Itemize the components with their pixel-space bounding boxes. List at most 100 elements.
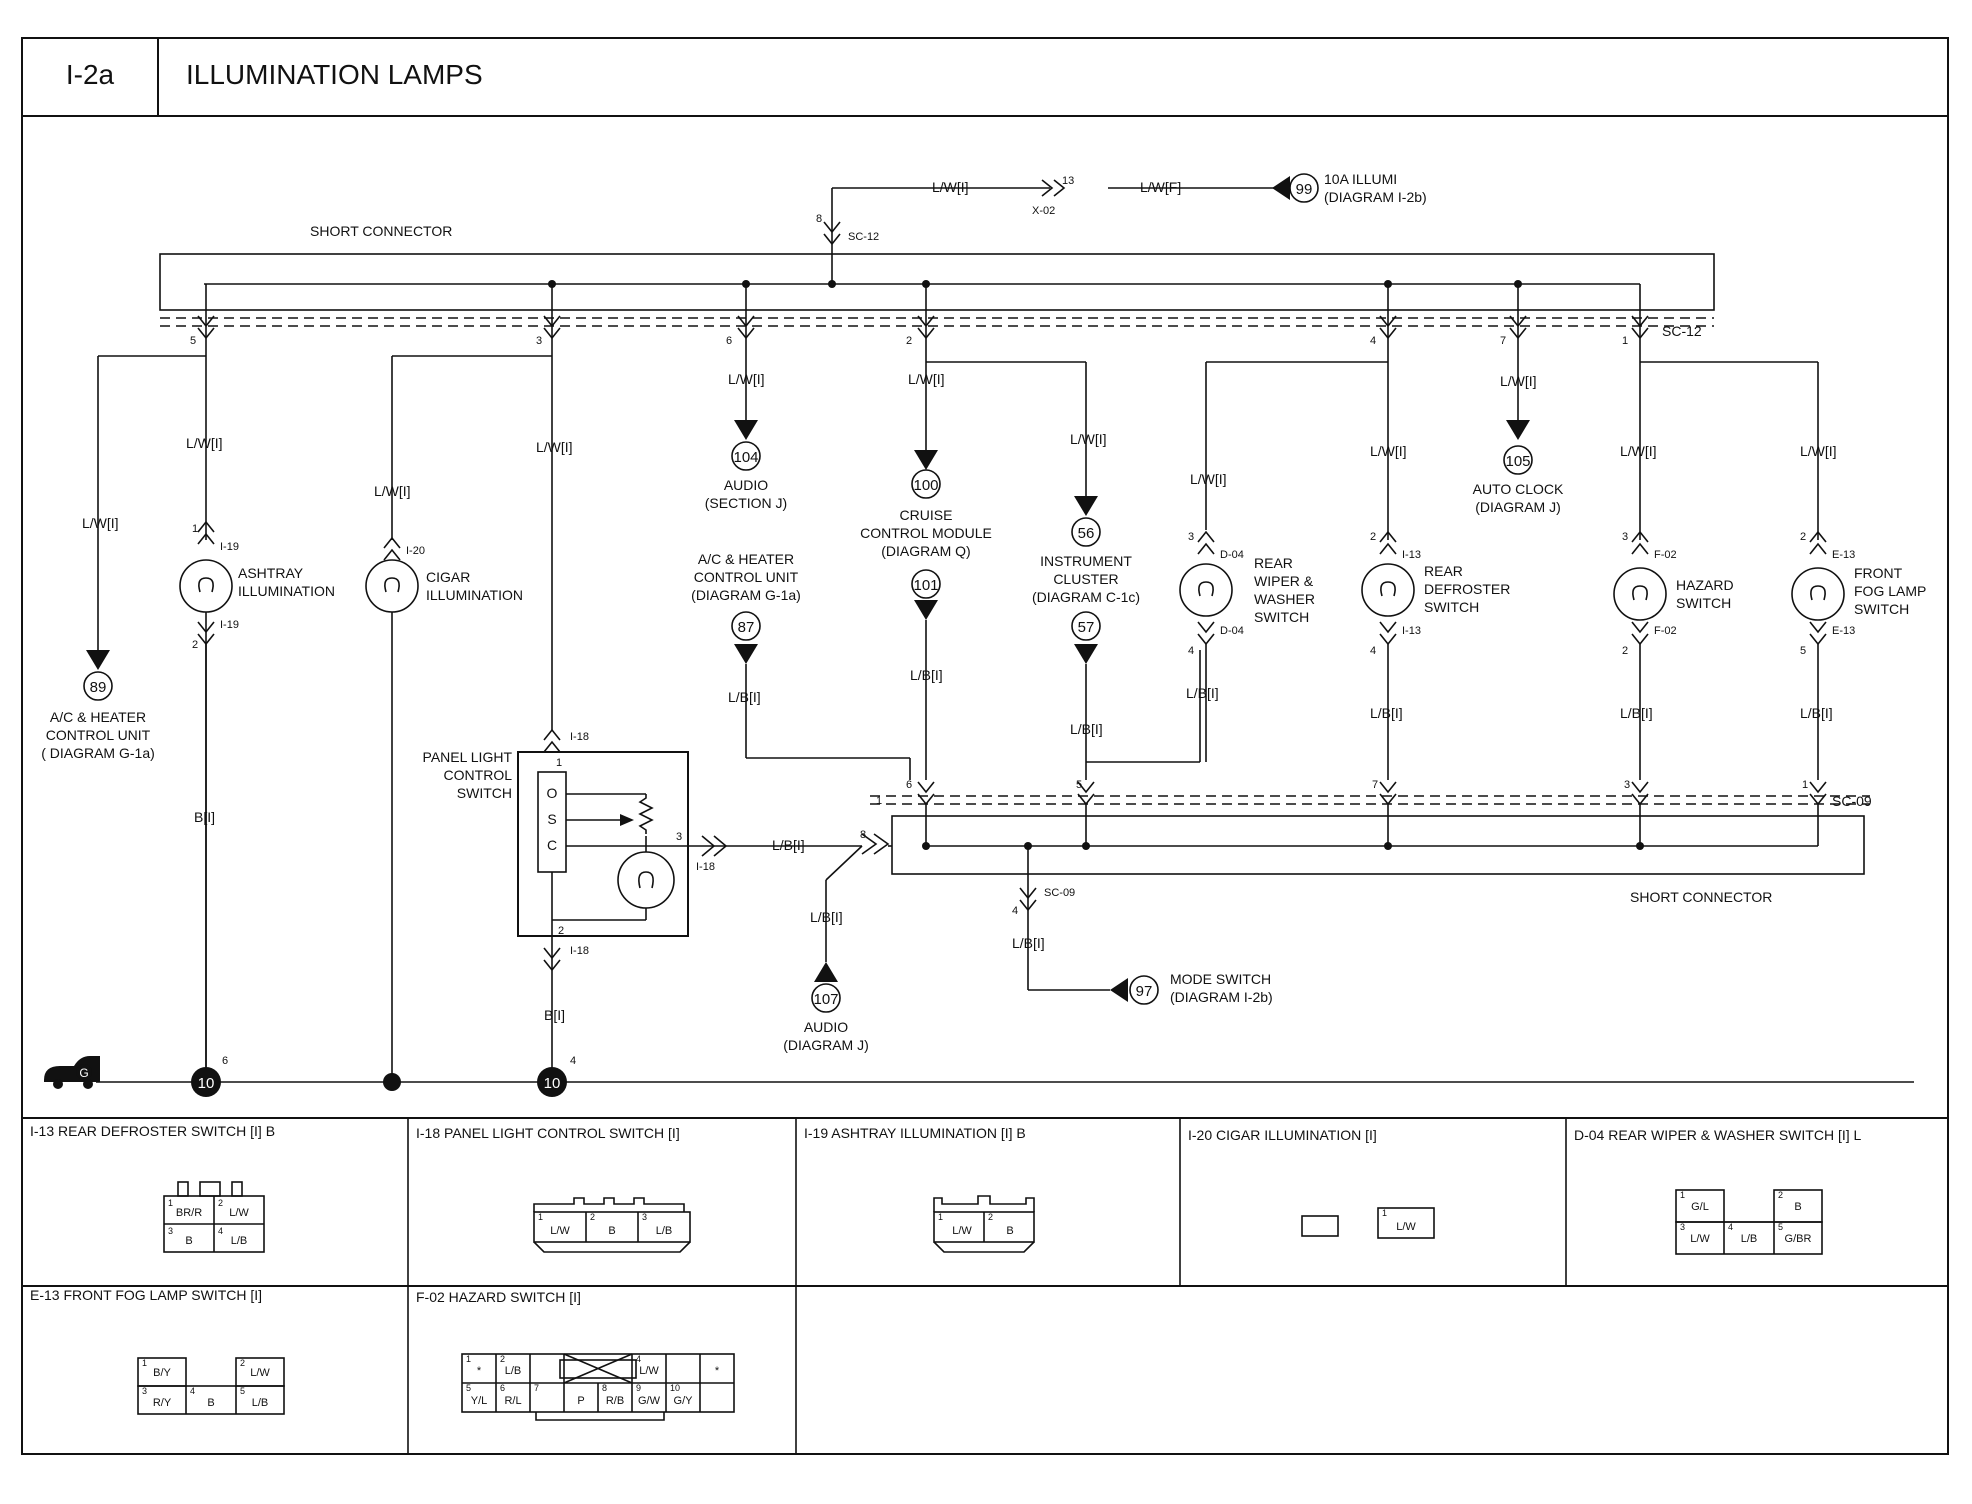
lamp-ashtray: 1 I-19 2 I-19 ASHTRAY ILLUMINATION (179, 520, 335, 651)
svg-text:(DIAGRAM C-1c): (DIAGRAM C-1c) (1032, 589, 1140, 605)
svg-text:4: 4 (636, 1354, 641, 1364)
svg-text:L/B[I]: L/B[I] (728, 689, 761, 705)
svg-text:SC-09: SC-09 (1832, 793, 1872, 809)
svg-text:2: 2 (988, 1212, 993, 1222)
svg-text:L/B[I]: L/B[I] (1186, 685, 1219, 701)
short-connector-top-label: SHORT CONNECTOR (310, 223, 452, 239)
svg-text:E-13 FRONT FOG LAMP SWITCH [I]: E-13 FRONT FOG LAMP SWITCH [I] (30, 1287, 262, 1303)
svg-text:2: 2 (558, 925, 564, 937)
ref-circle-56 (1071, 517, 1101, 547)
svg-text:B: B (207, 1397, 214, 1409)
svg-text:L/B[I]: L/B[I] (1800, 705, 1833, 721)
svg-text:(DIAGRAM G-1a): (DIAGRAM G-1a) (691, 587, 801, 603)
svg-text:*: * (477, 1365, 482, 1377)
svg-text:1: 1 (192, 523, 198, 535)
svg-text:CONTROL UNIT: CONTROL UNIT (46, 727, 151, 743)
svg-text:E-13: E-13 (1832, 625, 1855, 637)
svg-text:6: 6 (906, 779, 912, 791)
svg-text:5: 5 (1076, 779, 1082, 791)
ground-point-10b (537, 1067, 567, 1097)
svg-text:D-04: D-04 (1220, 549, 1244, 561)
diagram-frame (21, 37, 1949, 1455)
svg-text:F-02 HAZARD SWITCH [I]: F-02 HAZARD SWITCH [I] (416, 1289, 581, 1305)
ref-circle-105 (1503, 445, 1533, 475)
x02-connector (1041, 179, 1066, 197)
svg-text:D-04 REAR WIPER & WASHER SWITC: D-04 REAR WIPER & WASHER SWITCH [I] L (1574, 1127, 1862, 1143)
svg-text:CONTROL UNIT: CONTROL UNIT (694, 569, 799, 585)
svg-text:S: S (547, 811, 556, 827)
svg-text:WASHER: WASHER (1254, 591, 1315, 607)
ref-circle-101 (911, 569, 941, 599)
svg-text:AUDIO: AUDIO (804, 1019, 848, 1035)
svg-text:56: 56 (1078, 525, 1095, 542)
connector-d04: D-04 REAR WIPER & WASHER SWITCH [I] L 1 … (1574, 1127, 1862, 1255)
svg-text:L/B: L/B (1741, 1233, 1758, 1245)
svg-text:4: 4 (570, 1055, 576, 1067)
svg-text:2: 2 (1622, 645, 1628, 657)
svg-text:G/W: G/W (638, 1395, 661, 1407)
svg-text:D-04: D-04 (1220, 625, 1244, 637)
svg-text:I-20 CIGAR ILLUMINATION [I]: I-20 CIGAR ILLUMINATION [I] (1188, 1127, 1377, 1143)
svg-text:10: 10 (670, 1383, 680, 1393)
lw-wire-labels: L/W[I] L/W[I] L/W[I] L/W[I] L/W[I] L/W[I… (82, 371, 1837, 531)
svg-text:L/B[I]: L/B[I] (1370, 705, 1403, 721)
svg-text:7: 7 (1372, 779, 1378, 791)
connector-i19: I-19 ASHTRAY ILLUMINATION [I] B 1 2 L/W … (804, 1125, 1035, 1253)
svg-text:SC-12: SC-12 (1662, 323, 1702, 339)
svg-text:L/W[I]: L/W[I] (82, 515, 119, 531)
svg-text:I-20: I-20 (406, 545, 425, 557)
svg-text:I-18 PANEL LIGHT CONTROL SWITC: I-18 PANEL LIGHT CONTROL SWITCH [I] (416, 1125, 680, 1141)
svg-text:10: 10 (544, 1075, 561, 1092)
sc09-pins: 6 5 7 3 1 (906, 779, 1827, 806)
ref-circle-104 (731, 441, 761, 471)
svg-text:ILLUMINATION: ILLUMINATION (238, 583, 335, 599)
svg-text:L/W: L/W (1396, 1221, 1416, 1233)
svg-text:89: 89 (90, 679, 107, 696)
connector-i13: I-13 REAR DEFROSTER SWITCH [I] B 1 2 3 4… (30, 1123, 275, 1253)
svg-text:2: 2 (1778, 1190, 1783, 1200)
ref-circle-97 (1129, 975, 1159, 1005)
ref-circle-89 (83, 671, 113, 701)
svg-text:HAZARD: HAZARD (1676, 577, 1734, 593)
svg-text:P: P (577, 1395, 584, 1407)
svg-text:6: 6 (222, 1055, 228, 1067)
svg-text:I-18: I-18 (570, 945, 589, 957)
svg-text:7: 7 (1500, 335, 1506, 347)
svg-text:B[I]: B[I] (194, 809, 215, 825)
svg-text:SWITCH: SWITCH (1676, 595, 1731, 611)
svg-text:B: B (185, 1235, 192, 1247)
svg-text:L/W[I]: L/W[I] (374, 483, 411, 499)
svg-text:3: 3 (1622, 531, 1628, 543)
svg-text:6: 6 (726, 335, 732, 347)
svg-text:(DIAGRAM J): (DIAGRAM J) (1475, 499, 1561, 515)
svg-text:9: 9 (636, 1383, 641, 1393)
svg-text:R/Y: R/Y (153, 1397, 172, 1409)
svg-text:I-13: I-13 (1402, 625, 1421, 637)
svg-text:C: C (547, 837, 557, 853)
svg-text:ILLUMINATION: ILLUMINATION (426, 587, 523, 603)
svg-text:L/B[I]: L/B[I] (772, 837, 805, 853)
short-connector-bottom (891, 815, 1865, 875)
svg-text:L/B[I]: L/B[I] (1070, 721, 1103, 737)
svg-text:G/BR: G/BR (1785, 1233, 1812, 1245)
svg-text:G/L: G/L (1691, 1201, 1709, 1213)
svg-text:3: 3 (168, 1226, 173, 1236)
svg-text:SC-12: SC-12 (848, 231, 879, 243)
svg-text:L/W[F]: L/W[F] (1140, 179, 1181, 195)
svg-text:REAR: REAR (1424, 563, 1463, 579)
svg-text:I-19: I-19 (220, 541, 239, 553)
connector-f02: F-02 HAZARD SWITCH [I] 1 2 4 5 6 7 8 9 1… (416, 1289, 735, 1421)
svg-text:(DIAGRAM J): (DIAGRAM J) (783, 1037, 869, 1053)
svg-text:2: 2 (192, 639, 198, 651)
diagram-title: ILLUMINATION LAMPS (186, 59, 483, 90)
svg-text:(SECTION J): (SECTION J) (705, 495, 787, 511)
svg-text:3: 3 (1680, 1222, 1685, 1232)
ground-g-symbol: G (44, 1056, 100, 1089)
svg-text:5: 5 (240, 1386, 245, 1396)
svg-text:B: B (1006, 1225, 1013, 1237)
svg-text:CONTROL MODULE: CONTROL MODULE (860, 525, 992, 541)
svg-text:L/W[I]: L/W[I] (186, 435, 223, 451)
svg-text:SWITCH: SWITCH (1424, 599, 1479, 615)
sc12-top-connector (823, 221, 841, 246)
